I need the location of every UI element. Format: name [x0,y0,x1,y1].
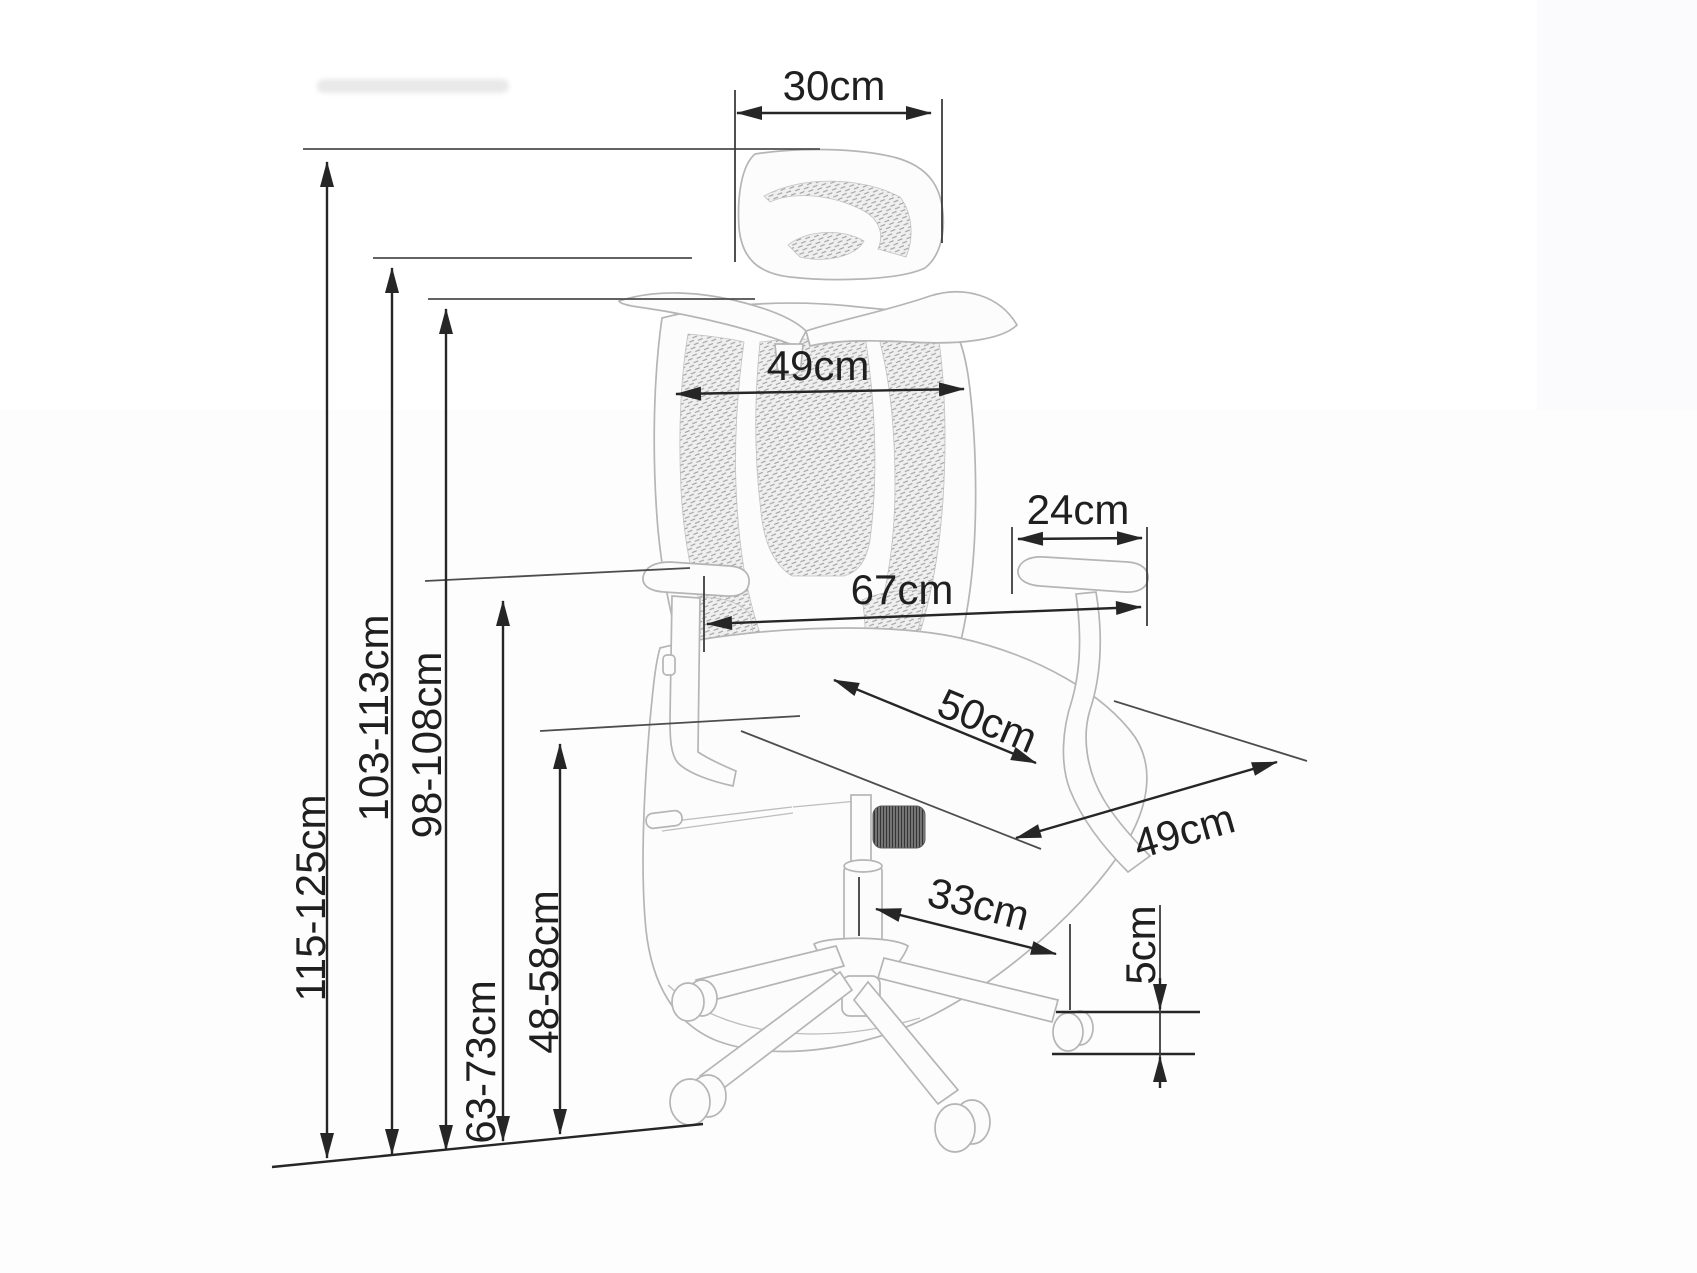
gas-lift-cylinder-top [843,859,883,873]
label-total-width: 67cm [851,566,954,613]
bracket-left-wing [617,292,808,349]
label-armrest-pad-length: 24cm [1027,486,1130,533]
backrest-screw-right [830,368,840,378]
armrest-right-pad [1017,556,1149,593]
refline-seat-top [539,715,801,732]
caster-left-front [669,1074,727,1126]
scan-smudge [317,79,509,93]
caster-left-back [671,979,718,1022]
leader-seat-width-right [1113,700,1308,762]
base-leg-right-back [876,956,1060,1024]
label-overall-height: 115-125cm [287,794,334,1001]
base-leg-right-front [852,980,960,1106]
armrest-left-lever [662,654,676,676]
leader-seat-width-left [740,730,1042,850]
dim-headrest-top-height: 103-113cm [350,267,399,1155]
dim-seat-height: 48-58cm [520,743,567,1135]
gas-lift-rod [850,794,872,870]
headrest-outline [737,148,945,281]
dim-overall-height: 115-125cm [287,161,334,1159]
refline-armrest-top [424,567,691,582]
label-seat-height: 48-58cm [520,890,567,1053]
tension-knob [872,805,926,849]
dim-backrest-top-height: 98-108cm [403,308,453,1151]
caster-right-front [934,1099,991,1153]
armrest-left [642,561,750,788]
label-armrest-height: 63-73cm [457,980,504,1143]
label-headrest-width: 30cm [783,62,886,109]
dimline-base-leg-span [875,907,1057,956]
caster-right-back [1052,1010,1094,1052]
dimline-backrest-width [675,382,965,401]
tilt-lever-handle [645,809,683,830]
dim-armrest-pad-length: 24cm [1011,486,1148,626]
floor-line [271,1122,704,1169]
reference-lines [271,148,820,1169]
bracket-stem [774,343,804,376]
dim-armrest-height: 63-73cm [457,600,510,1144]
bracket-right-wing [804,290,1019,348]
label-headrest-top-height: 103-113cm [350,614,397,821]
armrest-left-pad [642,561,750,597]
dim-headrest-width: 30cm [734,62,943,262]
chair-base [669,794,1094,1153]
dimline-total-width [706,600,1142,631]
label-backrest-width: 49cm [767,342,870,389]
dim-backrest-width: 49cm [675,342,965,401]
armrest-left-support [669,595,737,788]
dim-caster-height: 5cm [1052,905,1200,1088]
dim-total-width: 67cm [703,566,1142,652]
label-caster-height: 5cm [1117,905,1164,984]
label-backrest-top-height: 98-108cm [403,652,450,839]
dimline-seat-depth [833,678,1037,765]
chair-headrest [737,148,945,281]
dimline-armrest-pad [1017,531,1143,546]
headrest-bracket [617,290,1019,376]
headrest-mesh-swirl-small [787,232,865,260]
paper-tone-right [1537,0,1697,412]
headrest-mesh-swirl [763,180,912,258]
dimline-seat-width [1015,760,1278,840]
